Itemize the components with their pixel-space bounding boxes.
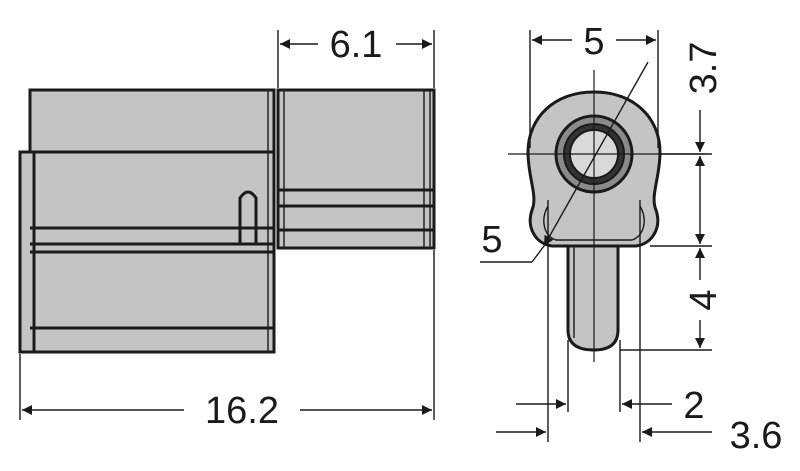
dimension-end-diameter: 5 xyxy=(529,21,659,148)
dim-label-side-width: 6.1 xyxy=(330,24,383,66)
side-view: 6.1 16.2 xyxy=(18,24,436,432)
dimension-pin-length: 4 xyxy=(620,248,725,351)
left-body xyxy=(18,88,276,354)
right-body xyxy=(276,88,436,250)
dim-label-base-width: 3.6 xyxy=(730,415,783,457)
dimension-radius: 5 xyxy=(480,61,649,263)
dimension-base-width: 3.6 xyxy=(496,200,782,457)
dimension-total-length: 16.2 xyxy=(19,250,435,432)
dimension-top-offset: 3.7 xyxy=(650,42,725,247)
dim-label-radius: 5 xyxy=(481,219,502,261)
dim-label-end-diameter: 5 xyxy=(583,21,604,63)
dim-label-pin-length: 4 xyxy=(683,289,725,310)
dimension-side-width: 6.1 xyxy=(277,24,435,88)
dim-label-total-length: 16.2 xyxy=(205,390,279,432)
end-view: 5 3.7 4 5 2 xyxy=(480,21,782,457)
dimension-pin-width: 2 xyxy=(516,340,705,427)
dim-label-pin-width: 2 xyxy=(683,385,704,427)
dim-label-top-offset: 3.7 xyxy=(683,42,725,95)
